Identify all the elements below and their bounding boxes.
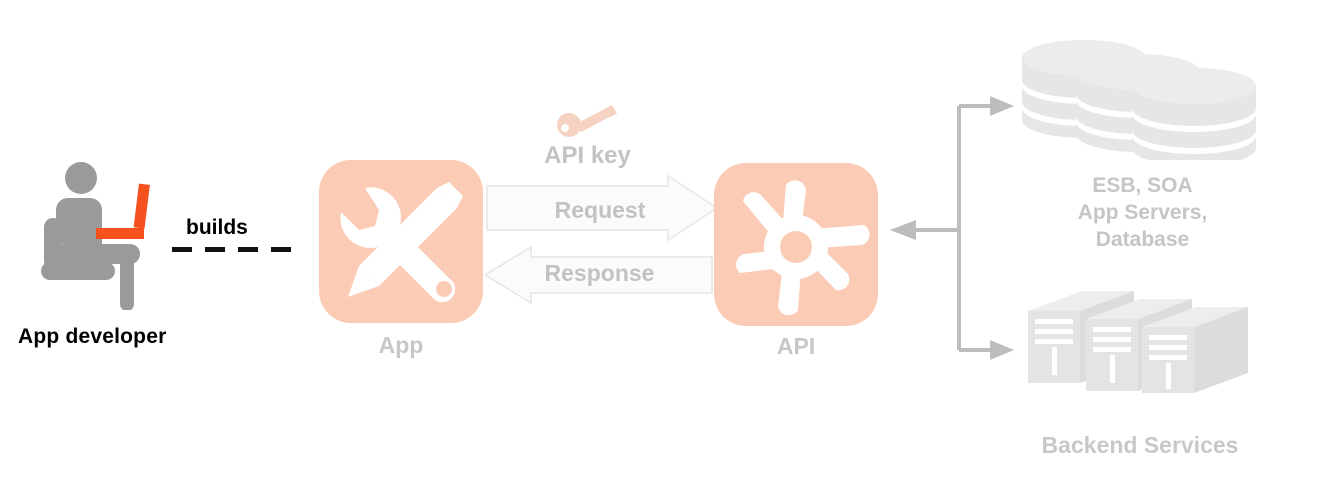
database-label: ESB, SOA App Servers, Database [1000, 172, 1285, 253]
app-developer-label: App developer [18, 325, 167, 348]
api-key-icon [556, 99, 618, 139]
database-label-line2: App Servers, [1077, 201, 1208, 224]
database-cylinders-icon [1020, 40, 1260, 166]
builds-dashed-line [172, 247, 300, 252]
request-arrow-shape [486, 172, 719, 244]
api-node-label: API [776, 333, 816, 359]
database-label-line3: Database [1095, 228, 1190, 251]
app-node[interactable] [319, 160, 483, 323]
app-developer-icon [40, 160, 175, 311]
backend-services-label: Backend Services [1041, 432, 1239, 458]
api-key-label: API key [544, 142, 631, 169]
api-star-hub-icon [736, 180, 870, 316]
builds-label: builds [186, 216, 248, 239]
response-arrow-shape [483, 243, 713, 307]
api-node[interactable] [714, 163, 878, 326]
backend-branch-connector-icon [884, 92, 1020, 364]
wrench-and-pencil-icon [340, 182, 463, 303]
app-node-label: App [378, 332, 424, 358]
response-label: Response [544, 260, 655, 286]
request-label: Request [554, 197, 646, 223]
database-label-line1: ESB, SOA [1092, 174, 1193, 197]
server-racks-icon [1024, 285, 1256, 395]
